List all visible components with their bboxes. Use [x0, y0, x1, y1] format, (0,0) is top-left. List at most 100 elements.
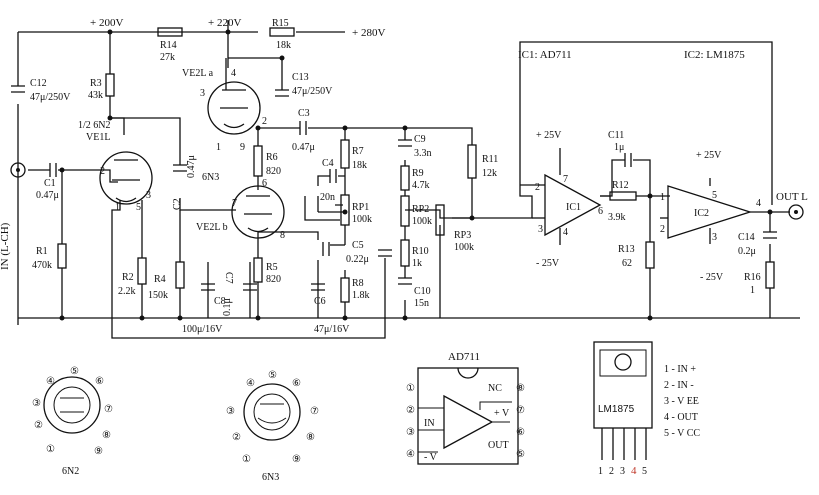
r1-name: R1 — [36, 246, 48, 257]
svg-text:6: 6 — [598, 206, 603, 217]
wires — [17, 20, 800, 339]
svg-text:⑨: ⑨ — [292, 454, 301, 465]
ic2-title: IC2: LM1875 — [684, 49, 745, 61]
svg-text:4: 4 — [563, 227, 568, 238]
input-label: IN (L-CH) — [0, 222, 11, 270]
ad711-nc: NC — [488, 383, 502, 394]
c8-name: C8 — [214, 296, 226, 307]
c11-name: C11 — [608, 130, 624, 141]
r13-value: 62 — [622, 258, 632, 269]
lm1875-pin4: 4 - OUT — [664, 412, 698, 423]
svg-text:8: 8 — [280, 230, 285, 241]
rp2-value: 100k — [412, 216, 432, 227]
ic2-name: IC2 — [694, 208, 709, 219]
ic1-pos-supply: + 25V — [536, 130, 562, 141]
svg-text:2: 2 — [660, 224, 665, 235]
resistor-bodies — [57, 27, 775, 303]
rail-220v: + 220V — [208, 17, 241, 29]
r11-name: R11 — [482, 154, 498, 165]
svg-text:①: ① — [46, 444, 55, 455]
lm1875-pin1: 1 - IN + — [664, 364, 696, 375]
pinout-lm1875: LM1875 1 2 3 4 5 1 - IN + 2 - IN - 3 - V… — [593, 341, 700, 477]
c10-name: C10 — [414, 286, 431, 297]
r7-value: 18k — [352, 160, 367, 171]
svg-text:⑧: ⑧ — [516, 383, 525, 394]
rail-280v: + 280V — [352, 27, 385, 39]
c10-value: 15n — [414, 298, 429, 309]
svg-text:4: 4 — [231, 68, 236, 79]
ve2la-type: 6N3 — [202, 172, 219, 183]
svg-text:4: 4 — [631, 465, 637, 477]
ic1-title: IC1: AD711 — [518, 49, 572, 61]
svg-text:1: 1 — [660, 192, 665, 203]
c13-name: C13 — [292, 72, 309, 83]
c3-value: 0.47μ — [292, 142, 315, 153]
c7-value: 0.1μ — [222, 298, 233, 316]
ic2-neg-supply: - 25V — [700, 272, 724, 283]
ve2la-name: VE2L a — [182, 68, 214, 79]
c8-rating: 100μ/16V — [182, 324, 223, 335]
c7-name: C7 — [223, 272, 234, 284]
svg-text:④: ④ — [406, 449, 415, 460]
svg-text:④: ④ — [246, 378, 255, 389]
svg-text:⑥: ⑥ — [95, 376, 104, 387]
ad711-title: AD711 — [448, 351, 480, 363]
r10-value: 1k — [412, 258, 422, 269]
pinout-6n3: ④ ⑤ ⑥ ③ ⑦ ② ⑧ ① ⑨ 6N3 — [226, 370, 319, 483]
svg-text:5: 5 — [136, 202, 141, 213]
svg-text:⑥: ⑥ — [292, 378, 301, 389]
c9-name: C9 — [414, 134, 426, 145]
svg-text:7: 7 — [563, 174, 568, 185]
ad711-pv: + V — [494, 408, 510, 419]
svg-text:⑤: ⑤ — [70, 366, 79, 377]
ic2-symbol: 1 2 5 3 4 — [660, 185, 761, 243]
rp1-value: 100k — [352, 214, 372, 225]
input-jack[interactable] — [10, 162, 26, 178]
c4-name: C4 — [322, 158, 334, 169]
tube-labels: 1/2 6N2 VE1L VE2L a 6N3 VE2L b — [78, 68, 228, 233]
r11-value: 12k — [482, 168, 497, 179]
svg-text:2: 2 — [262, 116, 267, 127]
output-label: OUT L — [776, 191, 808, 203]
r9-value: 4.7k — [412, 180, 430, 191]
c12-name: C12 — [30, 78, 47, 89]
c6-rating: 47μ/16V — [314, 324, 350, 335]
r13-name: R13 — [618, 244, 635, 255]
junctions — [59, 29, 773, 321]
output-jack[interactable] — [788, 204, 804, 220]
pinout-6n3-label: 6N3 — [262, 472, 279, 483]
rp2-name: RP2 — [412, 204, 429, 215]
svg-text:②: ② — [406, 405, 415, 416]
svg-text:2: 2 — [609, 466, 614, 477]
c2-name: C2 — [172, 198, 183, 210]
svg-text:①: ① — [242, 454, 251, 465]
svg-text:⑦: ⑦ — [310, 406, 319, 417]
tube-ve1l: 2 1 5 3 — [99, 151, 153, 213]
svg-text:9: 9 — [240, 142, 245, 153]
c2-value: 0.47μ — [186, 155, 197, 178]
svg-text:6: 6 — [262, 178, 267, 189]
pinout-6n2-label: 6N2 — [62, 466, 79, 477]
capacitor-labels: C12 47μ/250V C13 47μ/250V C1 0.47μ C2 0.… — [30, 72, 756, 335]
c1-name: C1 — [44, 178, 56, 189]
r5-name: R5 — [266, 262, 278, 273]
r1-value: 470k — [32, 260, 52, 271]
c6-name: C6 — [314, 296, 326, 307]
ic1-neg-supply: - 25V — [536, 258, 560, 269]
r6-name: R6 — [266, 152, 278, 163]
svg-text:2: 2 — [535, 182, 540, 193]
c9-value: 3.3n — [414, 148, 432, 159]
ve1l-sub: VE1L — [86, 132, 110, 143]
svg-text:3: 3 — [538, 224, 543, 235]
svg-text:③: ③ — [406, 427, 415, 438]
r8-name: R8 — [352, 278, 364, 289]
pinout-6n2: ④ ⑤ ⑥ ③ ⑦ ② ⑧ ① ⑨ 6N2 — [32, 366, 113, 477]
tube-ve2lb: 6 7 8 — [231, 178, 285, 241]
svg-text:1: 1 — [598, 466, 603, 477]
r2-name: R2 — [122, 272, 134, 283]
lm1875-label: LM1875 — [598, 404, 635, 415]
rail-labels: + 200V + 220V + 280V — [90, 17, 385, 39]
r4-name: R4 — [154, 274, 166, 285]
